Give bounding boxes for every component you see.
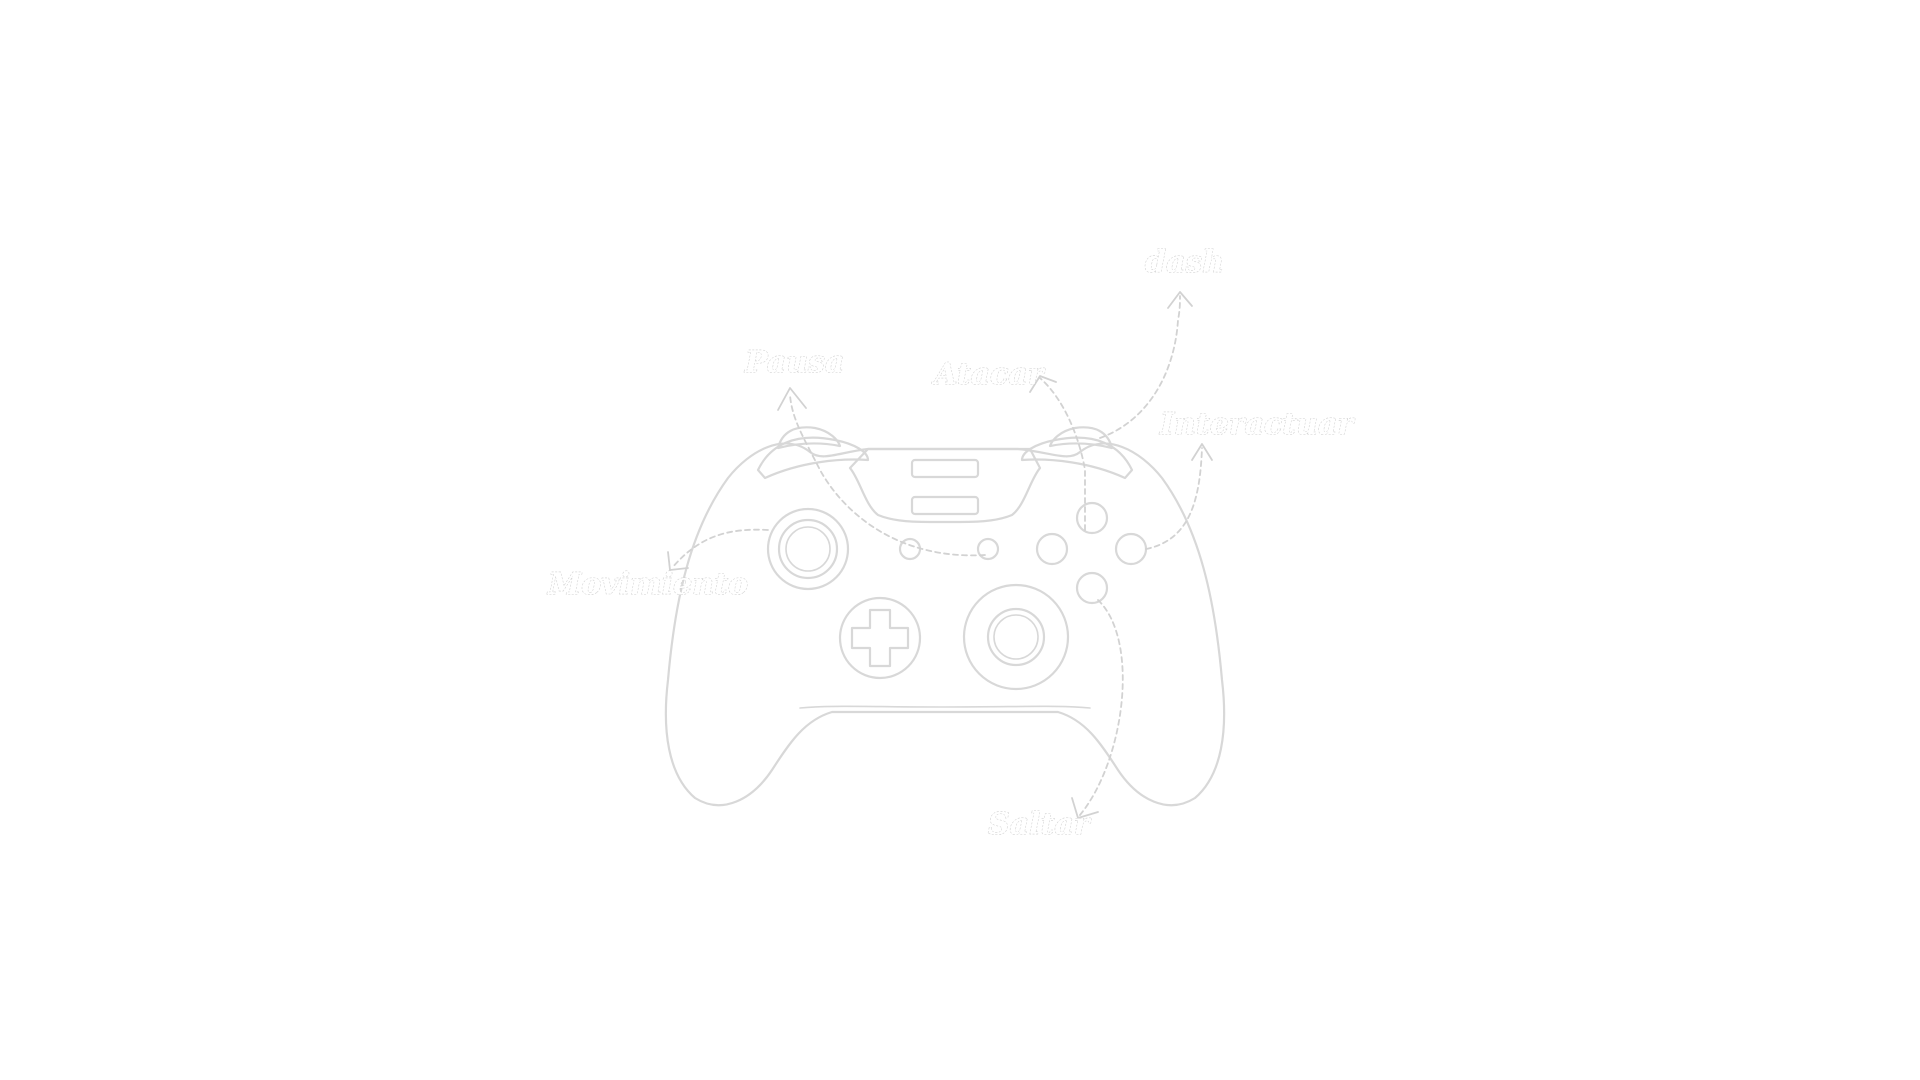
jump-callout-arrow (1071, 599, 1124, 819)
center-slot-top (910, 458, 980, 479)
interact-callout-arrow (1145, 443, 1213, 550)
dash-callout-arrow (1099, 291, 1193, 439)
face-button-left[interactable] (1035, 532, 1069, 566)
left-thumbstick[interactable] (766, 507, 850, 591)
left-bumper[interactable] (756, 436, 870, 480)
pause-callout-arrow (777, 387, 986, 557)
move-callout-arrow (667, 528, 769, 571)
face-button-top[interactable] (1075, 501, 1109, 535)
right-thumbstick[interactable] (962, 583, 1070, 691)
attack-label: Atacar (931, 357, 1046, 392)
right-trigger[interactable] (1048, 426, 1114, 450)
interact-label: Interactuar (1159, 407, 1355, 442)
controller-inner-edge (799, 705, 1091, 709)
jump-label: Saltar (988, 807, 1092, 842)
center-slot-bottom (910, 495, 980, 516)
attack-callout-arrow (1029, 375, 1086, 531)
move-label: Movimiento (547, 567, 748, 602)
left-trigger[interactable] (776, 426, 842, 450)
face-button-bottom[interactable] (1075, 571, 1109, 605)
dash-label: dash (1145, 245, 1224, 280)
dpad[interactable] (838, 596, 922, 680)
pause-label: Pausa (744, 345, 844, 380)
controller-body (664, 442, 1226, 807)
menu-button[interactable] (976, 537, 1000, 561)
right-bumper[interactable] (1020, 436, 1134, 480)
gamepad-icon (664, 426, 1226, 807)
top-bumper-frame (848, 447, 1042, 524)
face-button-right[interactable] (1114, 532, 1148, 566)
